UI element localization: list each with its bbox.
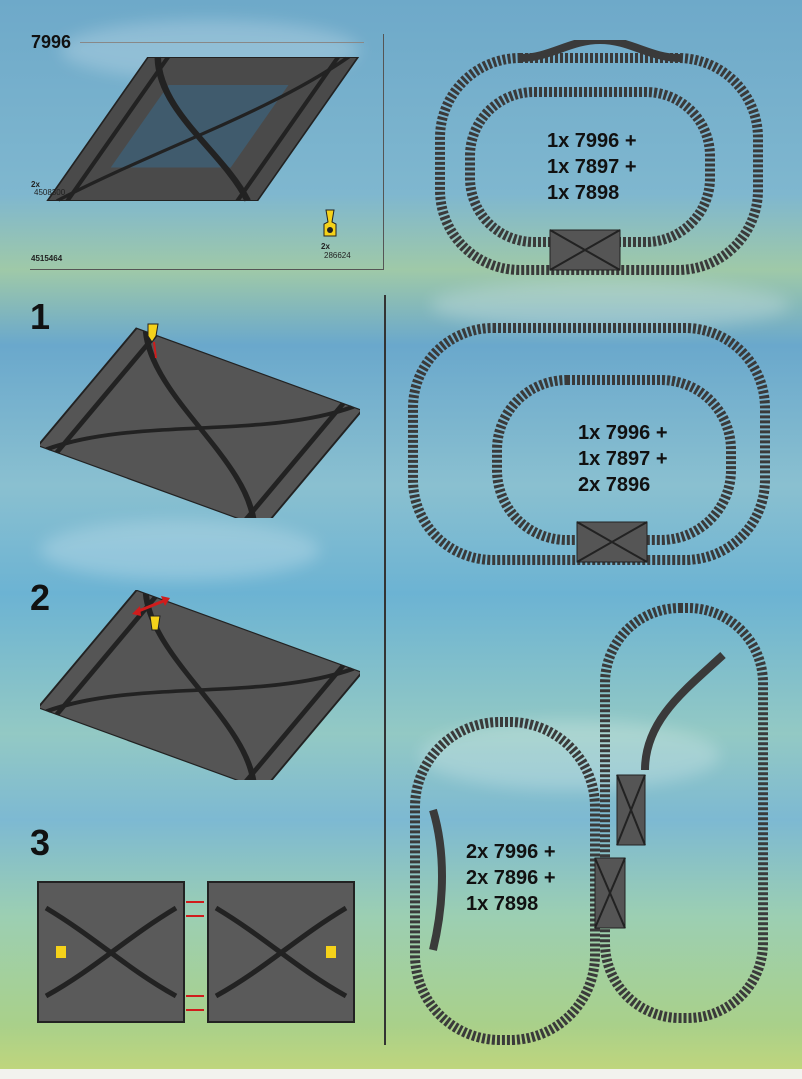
layout-1-diagram <box>435 40 763 275</box>
layout-3-line-3: 1x 7898 <box>466 893 539 915</box>
step-3-illustration <box>37 881 355 1023</box>
layout-2-label: 1x 7996 + 1x 7897 + 2x 7896 <box>578 420 668 498</box>
step-2-illustration <box>40 590 360 780</box>
cloud <box>40 520 320 580</box>
layout-3-label: 2x 7996 + 2x 7896 + 1x 7898 <box>466 839 556 917</box>
set-number: 7996 <box>31 32 72 52</box>
lever-qty: 2x <box>321 242 330 251</box>
layout-1-label: 1x 7996 + 1x 7897 + 1x 7898 <box>547 128 637 206</box>
step-3-number: 3 <box>30 822 51 863</box>
step-2-number: 2 <box>30 577 51 618</box>
column-divider <box>384 295 386 1045</box>
layout-2-line-1: 1x 7996 + <box>578 422 668 444</box>
layout-1-line-2: 1x 7897 + <box>547 156 637 178</box>
document-id: 4515464 <box>31 254 63 263</box>
layout-2-diagram <box>408 323 770 565</box>
cloud <box>430 280 790 330</box>
layout-3-diagram <box>410 603 768 1045</box>
step-1-illustration <box>40 323 360 518</box>
lever-icon <box>323 209 337 237</box>
layout-1-line-3: 1x 7898 <box>547 182 620 204</box>
layout-3-line-1: 2x 7996 + <box>466 841 556 863</box>
page-footer <box>0 1069 802 1079</box>
layout-2-line-2: 1x 7897 + <box>578 448 668 470</box>
lever-part-id: 286624 <box>324 251 351 260</box>
layout-3-line-2: 2x 7896 + <box>466 867 556 889</box>
layout-1-line-1: 1x 7996 + <box>547 130 637 152</box>
step-1-number: 1 <box>30 296 51 337</box>
layout-2-line-3: 2x 7896 <box>578 474 651 496</box>
rail-qty: 2x <box>31 180 40 189</box>
crossing-track-piece <box>46 56 360 202</box>
rail-part-id: 4508300 <box>34 188 66 197</box>
